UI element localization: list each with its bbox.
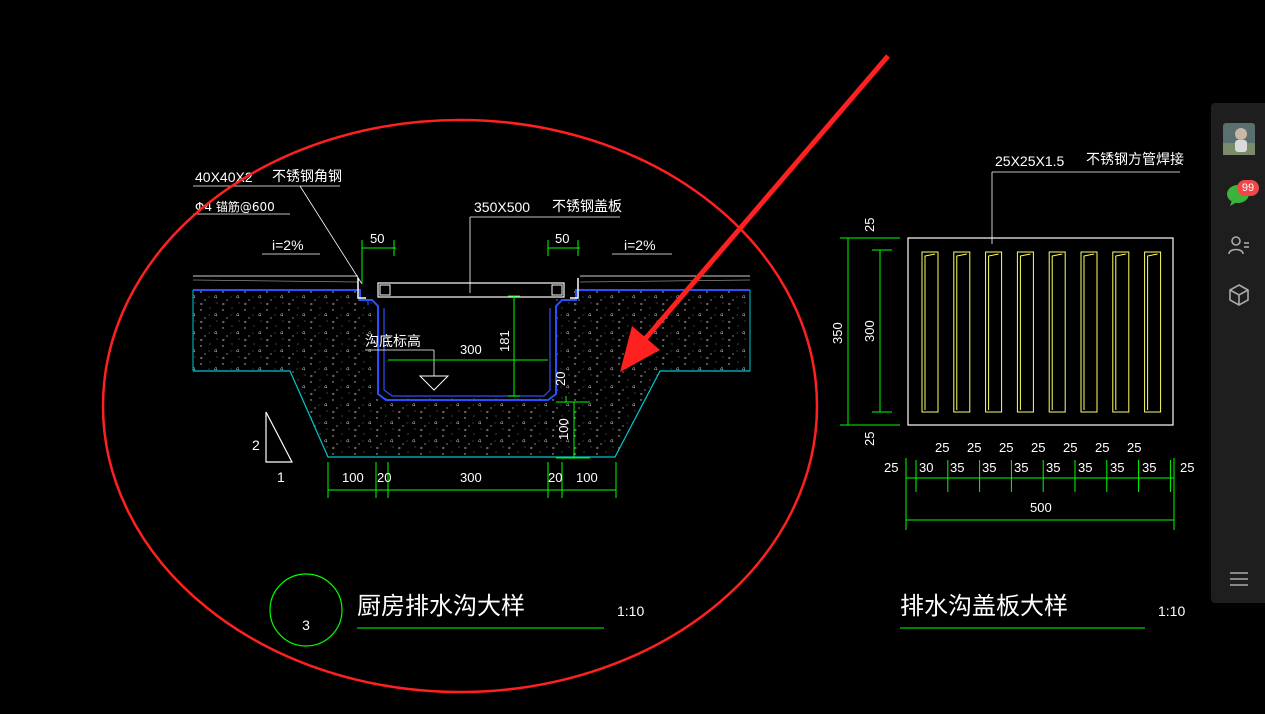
cover-slat xyxy=(1048,251,1066,413)
slot-width-label: 25 xyxy=(1063,440,1077,455)
detail-title-left: 厨房排水沟大样 xyxy=(357,592,525,620)
cube-icon[interactable] xyxy=(1223,279,1255,311)
tube-label: 不锈钢方管焊接 xyxy=(1086,151,1184,168)
channel-liner xyxy=(193,289,750,401)
bottom-row-labels: 25 30 35 35 35 35 35 35 35 25 xyxy=(884,460,1194,475)
dimension-lines-right xyxy=(840,237,1175,530)
gap-left-dim: 50 xyxy=(370,231,384,246)
detail-number-circle xyxy=(269,573,343,647)
cover-label: 不锈钢盖板 xyxy=(552,199,622,215)
anchor-note: Φ4 锚筋@600 xyxy=(195,199,275,214)
inner-width-dim: 300 xyxy=(460,342,482,357)
cover-size: 350X500 xyxy=(474,199,530,215)
slope-triangle xyxy=(265,411,293,463)
avatar[interactable] xyxy=(1223,123,1255,155)
bottom-row-label: 35 xyxy=(1142,460,1156,475)
unread-badge: 99 xyxy=(1237,180,1259,196)
cover-outline xyxy=(907,237,1174,426)
ratio-vertical: 2 xyxy=(252,437,260,453)
angle-steel-right xyxy=(570,278,579,299)
bottom-row-label: 25 xyxy=(1180,460,1194,475)
cover-plate xyxy=(377,282,565,298)
gap-right-dim: 50 xyxy=(555,231,569,246)
bottom-elev-label: 沟底标高 xyxy=(365,333,421,350)
bottom-row-label: 25 xyxy=(884,460,898,475)
app-sidebar: 99 xyxy=(1211,103,1265,603)
slot-width-labels: 25 25 25 25 25 25 25 xyxy=(935,440,1141,455)
trench-section xyxy=(192,275,751,458)
menu-icon[interactable] xyxy=(1223,563,1255,595)
bottom-row-label: 35 xyxy=(1014,460,1028,475)
contacts-icon[interactable] xyxy=(1223,229,1255,261)
cover-slat xyxy=(1112,251,1130,413)
bottom-dim-0: 100 xyxy=(342,470,364,485)
elevation-marker xyxy=(418,375,450,391)
slot-width-label: 25 xyxy=(967,440,981,455)
bottom-row-label: 35 xyxy=(1110,460,1124,475)
bottom-row-label: 35 xyxy=(1078,460,1092,475)
bottom-dim-4: 100 xyxy=(576,470,598,485)
detail-number: 3 xyxy=(302,617,310,633)
concrete-body xyxy=(193,290,750,457)
slot-width-label: 25 xyxy=(1031,440,1045,455)
slope-right: i=2% xyxy=(624,237,656,253)
angle-steel-label: 不锈钢角钢 xyxy=(272,169,342,185)
cover-slat xyxy=(1144,251,1162,413)
bottom-row-label: 35 xyxy=(950,460,964,475)
scale-left: 1:10 xyxy=(617,603,644,619)
markup-arrow-head xyxy=(620,326,660,372)
cover-slat xyxy=(1016,251,1034,413)
slope-left: i=2% xyxy=(272,237,304,253)
cover-plate-detail xyxy=(907,171,1180,426)
angle-steel-left xyxy=(357,278,366,299)
bottom-row-label: 30 xyxy=(919,460,933,475)
slot-width-label: 25 xyxy=(935,440,949,455)
height-inner-dim: 300 xyxy=(862,320,877,342)
bottom-row-label: 35 xyxy=(1046,460,1060,475)
detail-title-right: 排水沟盖板大样 xyxy=(900,592,1068,620)
depth-dim: 181 xyxy=(497,330,512,352)
cover-slats xyxy=(921,251,1162,413)
slot-width-label: 25 xyxy=(1095,440,1109,455)
cover-slat xyxy=(953,251,971,413)
dimension-lines-left xyxy=(327,240,617,498)
bottom-margin-dim: 25 xyxy=(862,432,877,446)
bottom-dim-2: 300 xyxy=(460,470,482,485)
cover-slat xyxy=(985,251,1003,413)
cover-slat xyxy=(1080,251,1098,413)
height-total-dim: 350 xyxy=(830,322,845,344)
tube-size: 25X25X1.5 xyxy=(995,153,1064,169)
slot-width-label: 25 xyxy=(1127,440,1141,455)
top-margin-dim: 25 xyxy=(862,218,877,232)
markup-ellipse xyxy=(101,118,819,694)
markup-arrow-shaft xyxy=(638,54,890,347)
concrete-outline xyxy=(193,370,750,458)
bottom-dim-3: 20 xyxy=(548,470,562,485)
cover-slat xyxy=(921,251,939,413)
bottom-dim-1: 20 xyxy=(377,470,391,485)
base-thick-dim: 100 xyxy=(556,418,571,440)
slot-width-label: 25 xyxy=(999,440,1013,455)
ratio-horizontal: 1 xyxy=(277,469,285,485)
scale-right: 1:10 xyxy=(1158,603,1185,619)
bottom-thick-dim: 20 xyxy=(553,372,568,386)
leaders-left xyxy=(193,185,672,293)
width-total-dim: 500 xyxy=(1030,500,1052,515)
bottom-row-label: 35 xyxy=(982,460,996,475)
